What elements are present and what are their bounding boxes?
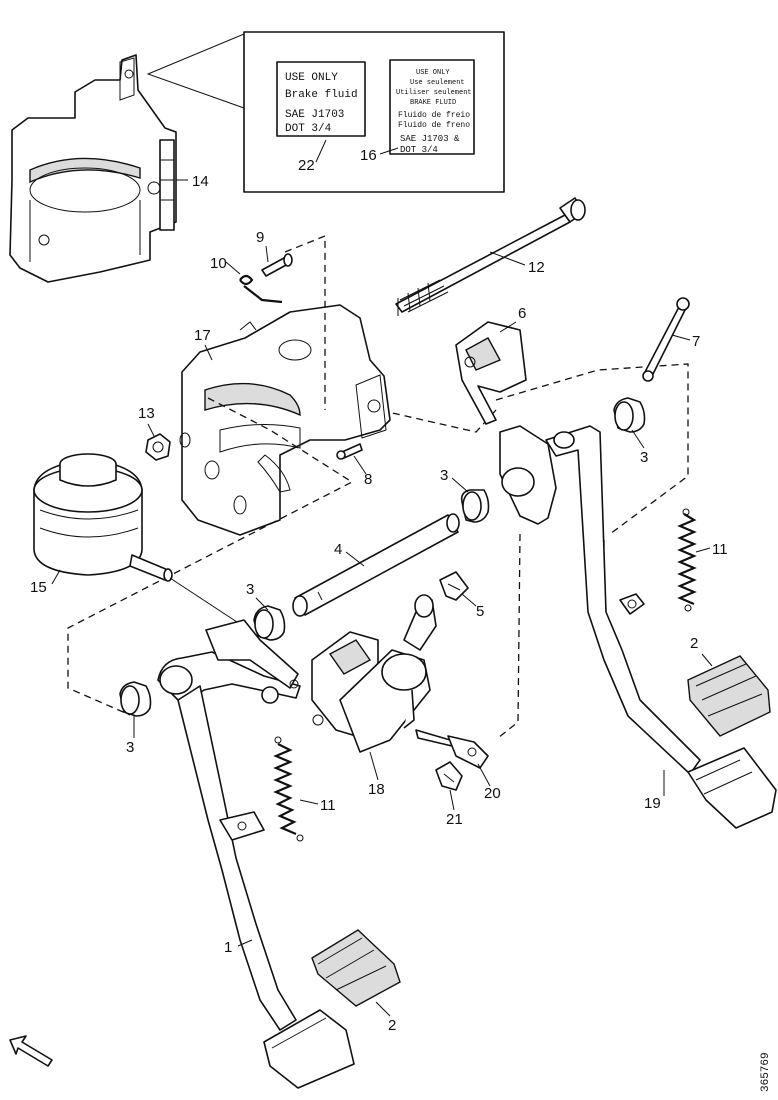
pedal-pad-part-2-b: 2 [311, 929, 401, 1034]
decal-16-line4: BRAKE FLUID [410, 99, 456, 107]
decal-16-line2: Use seulement [410, 79, 465, 87]
spring-clip-part-10: 10 [210, 255, 283, 304]
decal-inset: USE ONLY Brake fluid SAE J1703 DOT 3/4 U… [146, 31, 505, 193]
callout-2-b: 2 [388, 1017, 396, 1034]
spring-part-11-a: 11 [677, 508, 728, 612]
callout-21: 21 [446, 811, 463, 828]
pushrod-part-20: 20 [415, 729, 501, 802]
callout-7: 7 [692, 333, 700, 350]
callout-8: 8 [364, 471, 372, 488]
bracket-part-14 [9, 54, 177, 283]
clip-part-5: 5 [439, 571, 484, 620]
nut-part-13: 13 [138, 405, 171, 461]
bushing-part-3-d: 3 [613, 397, 648, 466]
callout-22: 22 [298, 157, 315, 174]
callout-3-c: 3 [126, 739, 134, 756]
bushing-part-3-b: 3 [246, 581, 286, 641]
bolt-part-12: 12 [395, 197, 586, 316]
decal-16-line6: Fluido de freno [398, 121, 470, 130]
rod-part-7: 7 [642, 297, 700, 382]
callout-11-a: 11 [712, 541, 728, 558]
decal-22-line4: DOT 3/4 [285, 123, 332, 135]
decal-16-line7: SAE J1703 & [400, 134, 460, 144]
callout-19: 19 [644, 795, 661, 812]
decal-16-line5: Fluido de freio [398, 111, 470, 120]
decal-22-line2: Brake fluid [285, 89, 358, 101]
callout-3-a: 3 [440, 467, 448, 484]
callout-2-a: 2 [690, 635, 698, 652]
pedal-pad-part-2-a: 2 [687, 635, 771, 737]
decal-16-line3: Utiliser seulement [396, 89, 472, 97]
callout-16: 16 [360, 147, 377, 164]
pedal-part-1: 1 [157, 619, 355, 1089]
callout-14: 14 [192, 173, 209, 190]
direction-arrow-icon [9, 1035, 53, 1067]
decal-22-line1: USE ONLY [285, 72, 338, 84]
callout-9: 9 [256, 229, 264, 246]
pedal-part-19: 19 [499, 425, 777, 829]
callout-1: 1 [224, 939, 232, 956]
decal-22-line3: SAE J1703 [285, 109, 344, 121]
callout-10: 10 [210, 255, 227, 272]
decal-16-line8: DOT 3/4 [400, 145, 438, 155]
callout-3-d: 3 [640, 449, 648, 466]
callout-11-b: 11 [320, 797, 336, 814]
callout-17: 17 [194, 327, 211, 344]
callout-13: 13 [138, 405, 155, 422]
callout-20: 20 [484, 785, 501, 802]
bracket-part-6: 6 [455, 305, 527, 425]
spring-part-11-b: 11 [273, 736, 336, 842]
decal-16-line1: USE ONLY [416, 69, 450, 77]
callout-18: 18 [368, 781, 385, 798]
bushing-part-3-a: 3 [440, 467, 490, 523]
shaft-part-4: 4 [292, 513, 460, 617]
callout-4: 4 [334, 541, 342, 558]
bolt-part-8: 8 [336, 443, 372, 488]
master-cylinder-part-18: 18 [311, 594, 437, 798]
reservoir-part-15: 15 [30, 453, 241, 625]
callout-5: 5 [476, 603, 484, 620]
decal-22: USE ONLY Brake fluid SAE J1703 DOT 3/4 [276, 61, 366, 137]
callout-15: 15 [30, 579, 47, 596]
assembly-lines [67, 235, 689, 739]
drawing-number: 365769 [760, 1052, 772, 1092]
clip-part-21: 21 [435, 761, 463, 828]
callout-6: 6 [518, 305, 526, 322]
bushing-part-3-c: 3 [119, 681, 152, 756]
callout-3-b: 3 [246, 581, 254, 598]
pin-part-9: 9 [256, 229, 293, 277]
callout-12: 12 [528, 259, 545, 276]
pedal-box-part-17: 17 [179, 304, 391, 536]
decal-16: USE ONLY Use seulement Utiliser seulemen… [389, 59, 475, 155]
